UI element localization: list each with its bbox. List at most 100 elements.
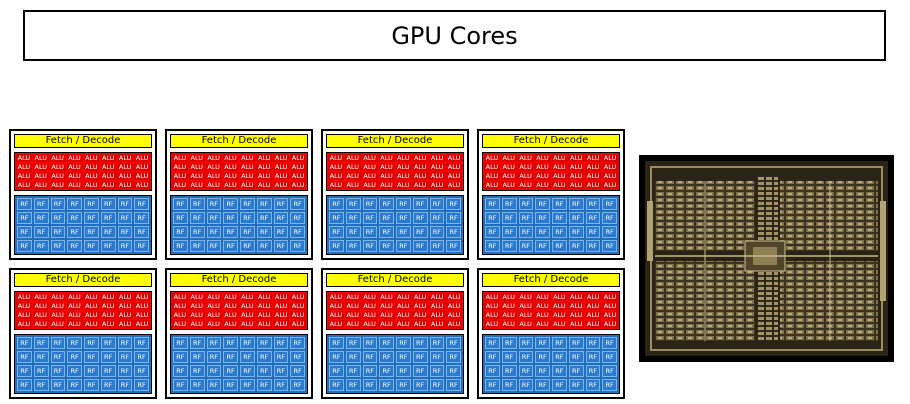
alu-cell: ALU bbox=[172, 153, 188, 162]
rf-cell: RF bbox=[17, 240, 32, 252]
alu-cell: ALU bbox=[602, 319, 618, 328]
alu-cell: ALU bbox=[446, 301, 462, 310]
rf-cell: RF bbox=[396, 212, 411, 224]
rf-cell: RF bbox=[290, 365, 305, 377]
rf-cell: RF bbox=[256, 240, 272, 252]
rf-cell: RF bbox=[446, 351, 461, 363]
rf-cell: RF bbox=[173, 337, 188, 349]
alu-cell: ALU bbox=[205, 180, 222, 189]
alu-cell: ALU bbox=[239, 162, 256, 171]
rf-cell: RF bbox=[33, 379, 49, 391]
rf-cell: RF bbox=[518, 351, 534, 363]
alu-cell: ALU bbox=[239, 180, 256, 189]
rf-cell: RF bbox=[485, 365, 500, 377]
alu-cell: ALU bbox=[188, 292, 205, 301]
alu-cell: ALU bbox=[395, 162, 412, 171]
rf-cell: RF bbox=[33, 226, 49, 238]
alu-cell: ALU bbox=[500, 180, 517, 189]
alu-cell: ALU bbox=[273, 180, 290, 189]
alu-cell: ALU bbox=[32, 310, 49, 319]
alu-cell: ALU bbox=[100, 301, 117, 310]
rf-cell: RF bbox=[329, 212, 344, 224]
rf-cell: RF bbox=[485, 351, 500, 363]
fetch-decode-unit: Fetch / Decode bbox=[170, 273, 308, 287]
alu-cell: ALU bbox=[412, 301, 429, 310]
alu-cell: ALU bbox=[484, 171, 500, 180]
rf-cell: RF bbox=[100, 365, 116, 377]
alu-cell: ALU bbox=[134, 171, 150, 180]
alu-cell: ALU bbox=[568, 180, 585, 189]
rf-cell: RF bbox=[117, 240, 133, 252]
rf-cell: RF bbox=[568, 226, 584, 238]
alu-cell: ALU bbox=[378, 319, 395, 328]
alu-cell: ALU bbox=[188, 171, 205, 180]
rf-cell: RF bbox=[379, 365, 394, 377]
alu-cell: ALU bbox=[378, 292, 395, 301]
rf-cell: RF bbox=[256, 226, 272, 238]
alu-cell: ALU bbox=[602, 180, 618, 189]
rf-cell: RF bbox=[518, 240, 534, 252]
alu-cell: ALU bbox=[534, 153, 551, 162]
alu-cell: ALU bbox=[83, 171, 100, 180]
alu-cell: ALU bbox=[585, 301, 602, 310]
alu-cell: ALU bbox=[273, 310, 290, 319]
rf-cell: RF bbox=[256, 379, 272, 391]
alu-cell: ALU bbox=[534, 310, 551, 319]
alu-cell: ALU bbox=[83, 310, 100, 319]
rf-cell: RF bbox=[602, 365, 617, 377]
alu-cell: ALU bbox=[117, 301, 134, 310]
fetch-decode-unit: Fetch / Decode bbox=[14, 273, 152, 287]
rf-cell: RF bbox=[501, 337, 517, 349]
alu-cell: ALU bbox=[117, 292, 134, 301]
rf-cell: RF bbox=[535, 240, 550, 252]
alu-cell: ALU bbox=[256, 153, 273, 162]
fetch-decode-unit: Fetch / Decode bbox=[326, 134, 464, 148]
alu-cell: ALU bbox=[534, 319, 551, 328]
rf-cell: RF bbox=[33, 198, 49, 210]
rf-cell: RF bbox=[446, 226, 461, 238]
rf-cell: RF bbox=[290, 198, 305, 210]
alu-cell: ALU bbox=[517, 180, 534, 189]
alu-cell: ALU bbox=[256, 301, 273, 310]
fetch-decode-unit: Fetch / Decode bbox=[170, 134, 308, 148]
rf-cell: RF bbox=[290, 379, 305, 391]
rf-cell: RF bbox=[33, 365, 49, 377]
alu-cell: ALU bbox=[239, 292, 256, 301]
rf-cell: RF bbox=[67, 365, 82, 377]
alu-cell: ALU bbox=[16, 180, 32, 189]
alu-cell: ALU bbox=[83, 153, 100, 162]
alu-cell: ALU bbox=[134, 162, 150, 171]
rf-cell: RF bbox=[189, 240, 205, 252]
rf-cell: RF bbox=[485, 198, 500, 210]
rf-cell: RF bbox=[273, 379, 289, 391]
alu-cell: ALU bbox=[484, 301, 500, 310]
rf-cell: RF bbox=[602, 240, 617, 252]
alu-cell: ALU bbox=[16, 310, 32, 319]
rf-cell: RF bbox=[446, 365, 461, 377]
rf-cell: RF bbox=[535, 379, 550, 391]
rf-cell: RF bbox=[100, 351, 116, 363]
rf-cell: RF bbox=[518, 198, 534, 210]
alu-cell: ALU bbox=[395, 171, 412, 180]
alu-cell: ALU bbox=[429, 162, 446, 171]
rf-cell: RF bbox=[240, 240, 255, 252]
rf-cell: RF bbox=[240, 351, 255, 363]
rf-cell: RF bbox=[329, 351, 344, 363]
rf-cell: RF bbox=[240, 365, 255, 377]
alu-cell: ALU bbox=[32, 162, 49, 171]
alu-cell: ALU bbox=[429, 310, 446, 319]
alu-cell: ALU bbox=[568, 301, 585, 310]
rf-cell: RF bbox=[412, 212, 428, 224]
rf-cell: RF bbox=[256, 212, 272, 224]
alu-cell: ALU bbox=[395, 310, 412, 319]
alu-cell: ALU bbox=[429, 180, 446, 189]
rf-cell: RF bbox=[223, 198, 238, 210]
alu-cell: ALU bbox=[500, 153, 517, 162]
alu-cell: ALU bbox=[83, 292, 100, 301]
alu-cell: ALU bbox=[585, 180, 602, 189]
alu-cell: ALU bbox=[378, 171, 395, 180]
